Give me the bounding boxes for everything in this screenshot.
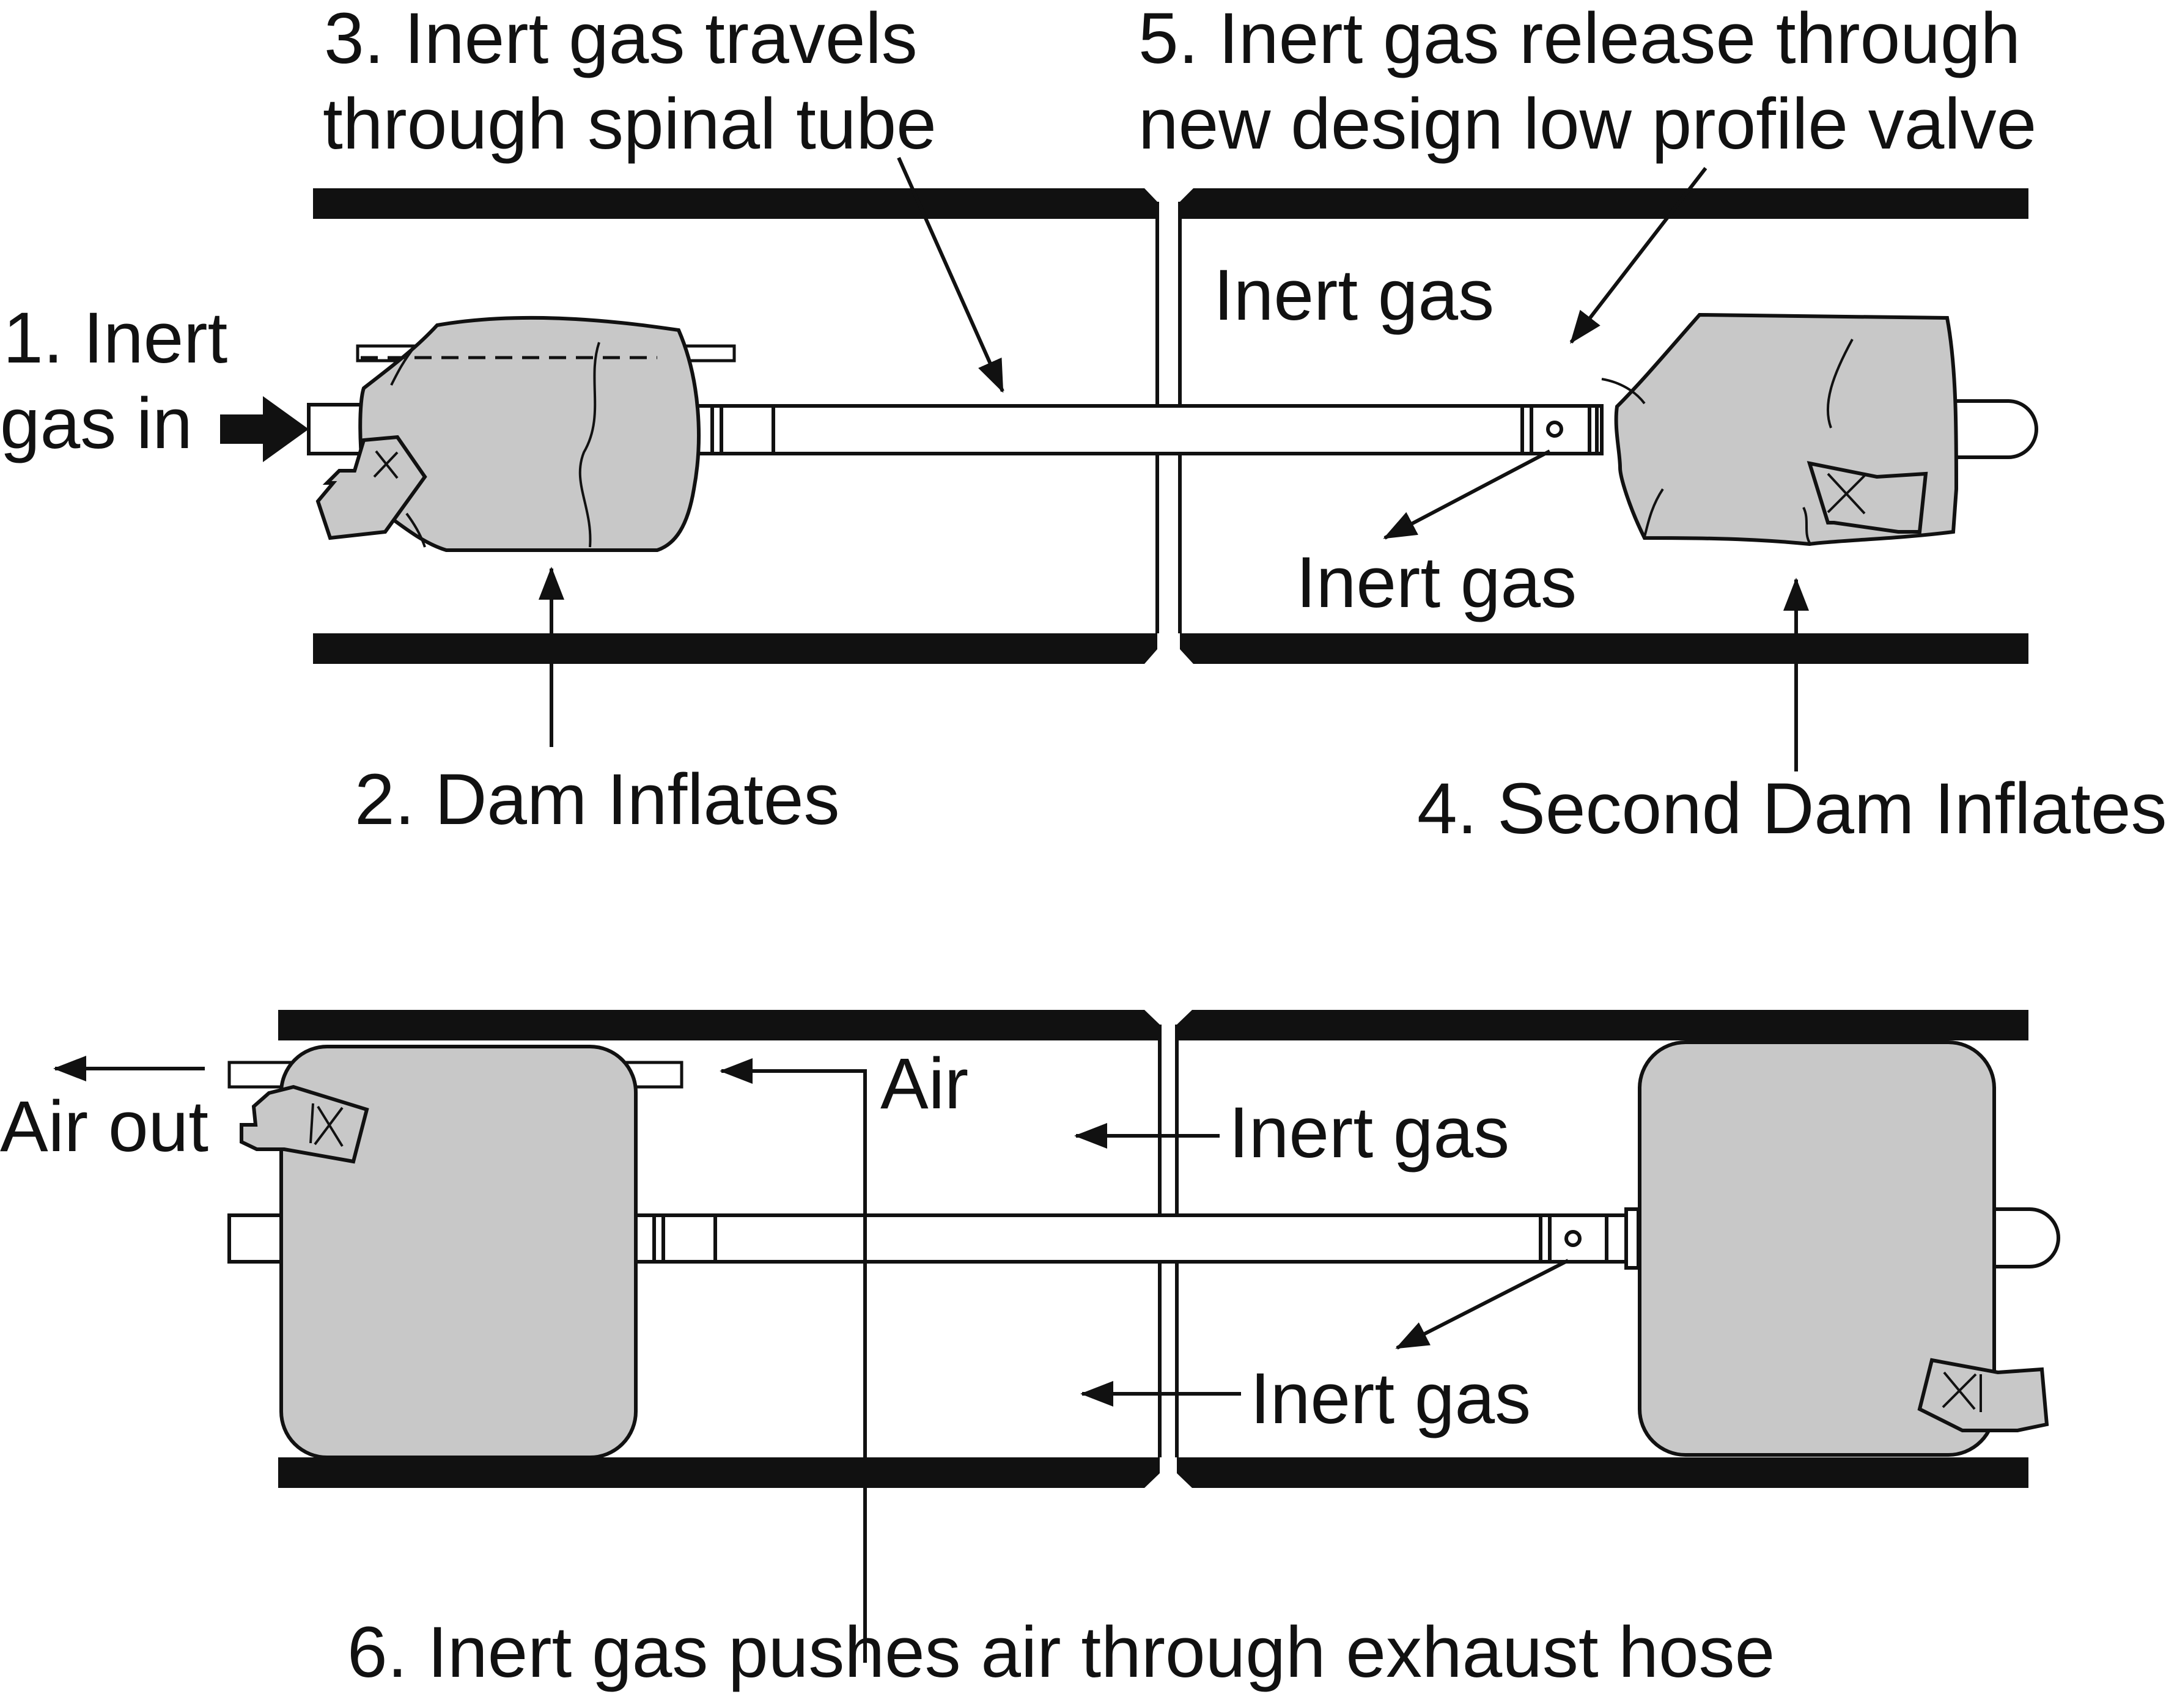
step5-label-line1: 5. Inert gas release through — [1138, 0, 2020, 79]
top-panel: 1. Inert gas in 3. Inert gas travels thr… — [0, 0, 2166, 849]
pipe-wall-icon — [278, 1010, 2028, 1488]
dam-balloon-icon — [279, 1045, 638, 1459]
first-dam — [240, 1045, 638, 1459]
first-dam — [315, 315, 736, 552]
gas-label-lower: Inert gas — [1296, 542, 1577, 623]
air-out-label: Air out — [0, 1086, 208, 1167]
tag-icon — [315, 435, 427, 540]
second-dam — [1601, 312, 1959, 547]
valve-icon — [1546, 421, 1563, 438]
pipe-wall-icon — [313, 188, 2028, 664]
spinal-tube-icon — [227, 1207, 2060, 1270]
second-dam — [1638, 1040, 2049, 1457]
step1-label-line1: 1. Inert — [3, 298, 227, 378]
step6-label: 6. Inert gas pushes air through exhaust … — [347, 1612, 1775, 1693]
step2-label: 2. Dam Inflates — [355, 759, 840, 840]
tag-icon — [240, 1084, 369, 1164]
step5-label-line2: new design low profile valve — [1138, 84, 2036, 164]
tag-icon — [1807, 461, 1928, 534]
gas-label-upper: Inert gas — [1229, 1092, 1509, 1173]
gas-label-lower: Inert gas — [1250, 1358, 1531, 1439]
tag-icon — [1917, 1358, 2049, 1432]
gas-label-upper: Inert gas — [1214, 255, 1494, 336]
step1-label-line2: gas in — [0, 383, 193, 464]
valve-icon — [1564, 1230, 1582, 1247]
step3-label-line2: through spinal tube — [323, 84, 937, 164]
dam-balloon-icon — [1638, 1040, 1996, 1457]
arrow-icon — [53, 1056, 1569, 1663]
step3-label-line1: 3. Inert gas travels — [324, 0, 918, 79]
dam-balloon-icon — [358, 315, 701, 552]
bottom-panel: Air out Air Inert gas Inert gas 6. Inert… — [0, 1010, 2060, 1693]
air-label: Air — [880, 1044, 968, 1124]
step4-label: 4. Second Dam Inflates — [1417, 768, 2166, 849]
arrow-icon — [220, 156, 1809, 771]
